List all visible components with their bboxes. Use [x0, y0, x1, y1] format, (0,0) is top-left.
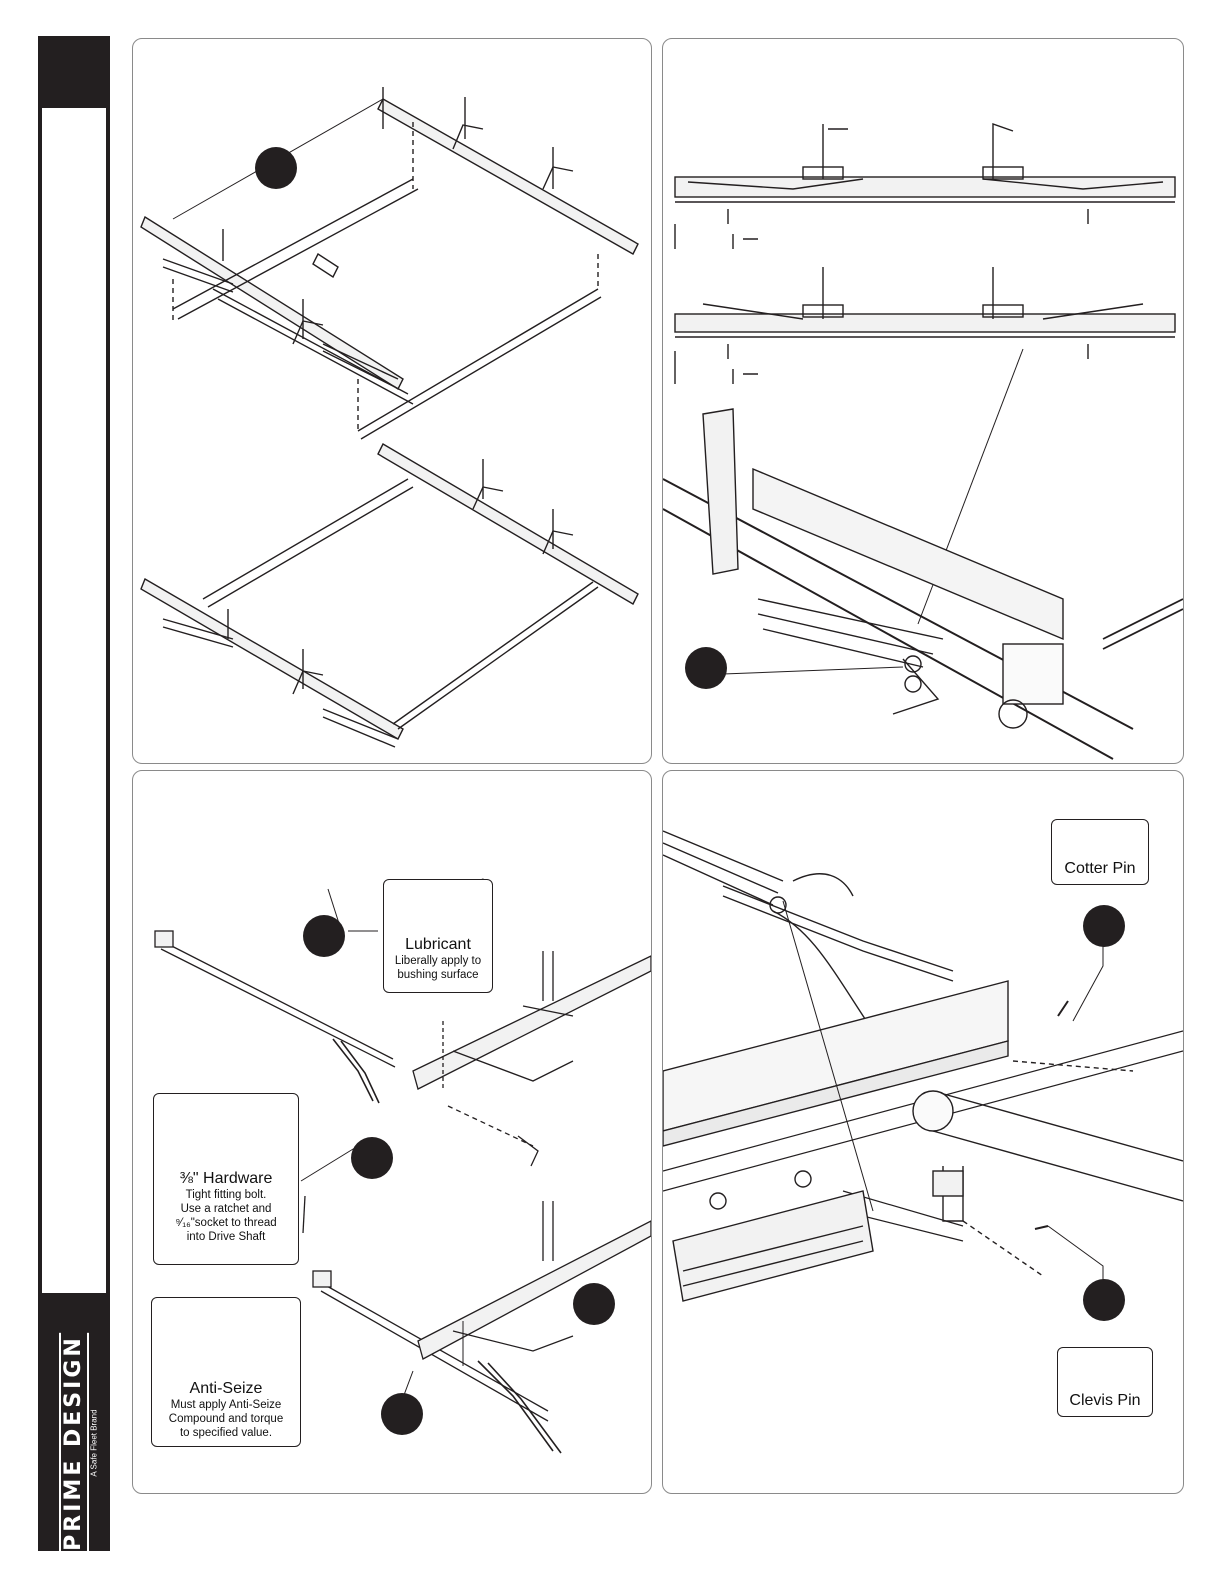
- step-callout: [1083, 1279, 1125, 1321]
- hardware-label: ⅜" Hardware Tight fitting bolt. Use a ra…: [153, 1093, 299, 1265]
- antiseize-line-2: Compound and torque: [152, 1412, 300, 1426]
- brand-tagline: A Safe Fleet Brand: [90, 1409, 99, 1476]
- hardware-line-1: Tight fitting bolt.: [154, 1188, 298, 1202]
- lubricant-line-2: bushing surface: [384, 968, 492, 982]
- hardware-line-2: Use a ratchet and: [154, 1202, 298, 1216]
- step-callout: [573, 1283, 615, 1325]
- sidebar: PRIME DESIGN A Safe Fleet Brand: [38, 36, 110, 1551]
- panel-pin-detail: Cotter Pin Clevis Pin: [662, 770, 1184, 1494]
- step-callout: [685, 647, 727, 689]
- step-callout: [381, 1393, 423, 1435]
- sidebar-white-strip: [41, 108, 106, 1293]
- side-view-illustration: [663, 39, 1183, 763]
- antiseize-title: Anti-Seize: [152, 1380, 300, 1398]
- brand-logo: PRIME DESIGN A Safe Fleet Brand: [38, 1293, 110, 1551]
- step-callout: [351, 1137, 393, 1179]
- panel-drive-shaft: Lubricant Liberally apply to bushing sur…: [132, 770, 652, 1494]
- hardware-line-3: ⁹⁄₁₆"socket to thread: [154, 1216, 298, 1230]
- lubricant-label: Lubricant Liberally apply to bushing sur…: [383, 879, 493, 993]
- panel-side-views: [662, 38, 1184, 764]
- lubricant-line-1: Liberally apply to: [384, 954, 492, 968]
- step-number-tab: [38, 36, 110, 108]
- step-callout: [1083, 905, 1125, 947]
- lubricant-title: Lubricant: [384, 936, 492, 954]
- step-callout: [303, 915, 345, 957]
- antiseize-label: Anti-Seize Must apply Anti-Seize Compoun…: [151, 1297, 301, 1447]
- brand-name: PRIME DESIGN: [59, 1333, 89, 1553]
- hardware-title: ⅜" Hardware: [154, 1170, 298, 1188]
- rack-assembly-illustration: [133, 39, 651, 763]
- clevis-pin-label: Clevis Pin: [1057, 1347, 1153, 1417]
- clevis-pin-title: Clevis Pin: [1058, 1392, 1152, 1410]
- hardware-line-4: into Drive Shaft: [154, 1230, 298, 1244]
- step-callout: [255, 147, 297, 189]
- cotter-pin-title: Cotter Pin: [1052, 860, 1148, 878]
- antiseize-line-3: to specified value.: [152, 1426, 300, 1440]
- cotter-pin-label: Cotter Pin: [1051, 819, 1149, 885]
- panel-rack-exploded: [132, 38, 652, 764]
- antiseize-line-1: Must apply Anti-Seize: [152, 1398, 300, 1412]
